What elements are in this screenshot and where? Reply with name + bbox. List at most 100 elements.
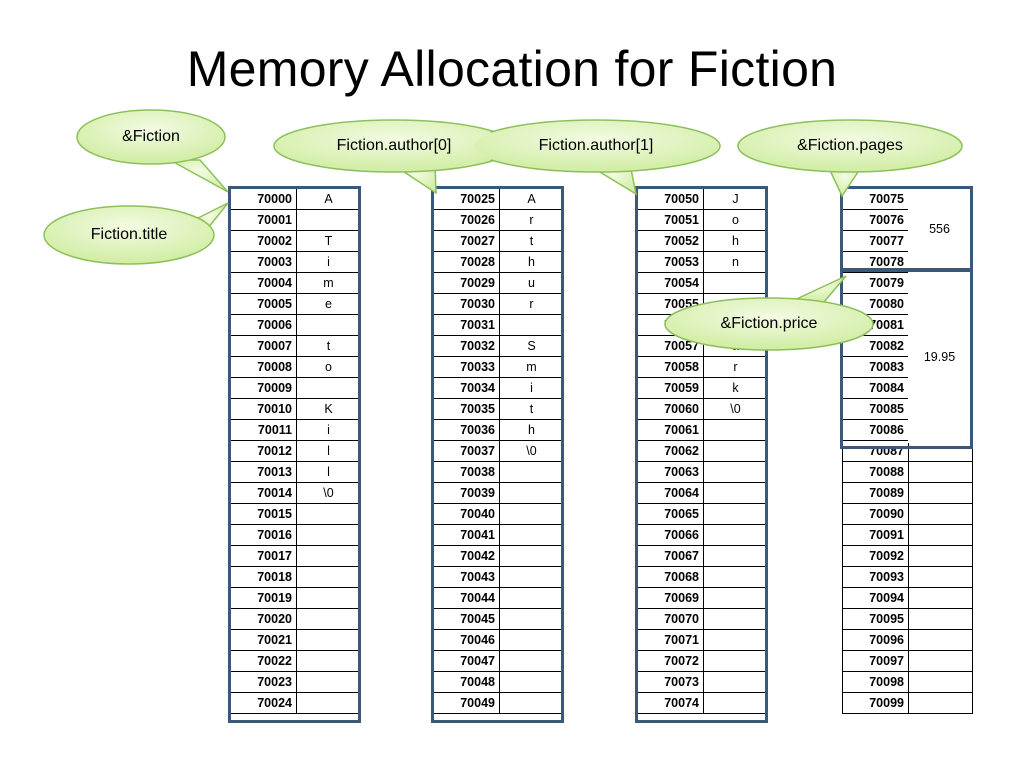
memory-row: 70043 bbox=[433, 566, 564, 588]
address-cell: 70005 bbox=[230, 293, 297, 315]
title-callout-label: Fiction.title bbox=[90, 226, 168, 243]
memory-row: 70088 bbox=[842, 461, 973, 483]
memory-row: 70020 bbox=[230, 608, 361, 630]
memory-row: 70023 bbox=[230, 671, 361, 693]
price-callout-label: &Fiction.price bbox=[720, 315, 818, 332]
memory-row: 70044 bbox=[433, 587, 564, 609]
address-cell: 70006 bbox=[230, 314, 297, 336]
address-cell: 70053 bbox=[637, 251, 704, 273]
memory-row: 70049 bbox=[433, 692, 564, 714]
price-callout-tail bbox=[789, 275, 847, 303]
price-value-cell: 19.95 bbox=[908, 271, 971, 443]
pages-callout-label: &Fiction.pages bbox=[797, 137, 903, 154]
address-cell: 70084 bbox=[842, 377, 909, 399]
address-cell: 70046 bbox=[433, 629, 500, 651]
address-cell: 70092 bbox=[842, 545, 909, 567]
fiction-callout-label: &Fiction bbox=[122, 128, 180, 145]
address-cell: 70054 bbox=[637, 272, 704, 294]
address-cell: 70072 bbox=[637, 650, 704, 672]
address-cell: 70040 bbox=[433, 503, 500, 525]
memory-row: 70037\0 bbox=[433, 440, 564, 462]
address-cell: 70020 bbox=[230, 608, 297, 630]
memory-row: 70006 bbox=[230, 314, 361, 336]
address-cell: 70074 bbox=[637, 692, 704, 714]
memory-row: 70048 bbox=[433, 671, 564, 693]
memory-row: 70071 bbox=[637, 629, 768, 651]
address-cell: 70058 bbox=[637, 356, 704, 378]
memory-row: 70024 bbox=[230, 692, 361, 714]
address-cell: 70021 bbox=[230, 629, 297, 651]
address-cell: 70073 bbox=[637, 671, 704, 693]
address-cell: 70060 bbox=[637, 398, 704, 420]
address-cell: 70071 bbox=[637, 629, 704, 651]
address-cell: 70022 bbox=[230, 650, 297, 672]
memory-row: 70097 bbox=[842, 650, 973, 672]
address-cell: 70012 bbox=[230, 440, 297, 462]
author0-callout-label: Fiction.author[0] bbox=[336, 137, 452, 154]
memory-row: 70001 bbox=[230, 209, 361, 231]
memory-row: 70099 bbox=[842, 692, 973, 714]
memory-row: 70068 bbox=[637, 566, 768, 588]
address-cell: 70088 bbox=[842, 461, 909, 483]
address-cell: 70068 bbox=[637, 566, 704, 588]
memory-row: 70040 bbox=[433, 503, 564, 525]
memory-row: 70087 bbox=[842, 440, 973, 462]
memory-row: 70063 bbox=[637, 461, 768, 483]
memory-row: 70039 bbox=[433, 482, 564, 504]
memory-row: 70046 bbox=[433, 629, 564, 651]
memory-row: 70019 bbox=[230, 587, 361, 609]
address-cell: 70030 bbox=[433, 293, 500, 315]
value-cell bbox=[908, 692, 973, 714]
memory-row: 70047 bbox=[433, 650, 564, 672]
address-cell: 70059 bbox=[637, 377, 704, 399]
memory-row: 70018 bbox=[230, 566, 361, 588]
memory-row: 70098 bbox=[842, 671, 973, 693]
address-cell: 70035 bbox=[433, 398, 500, 420]
memory-row: 70031 bbox=[433, 314, 564, 336]
memory-row: 70094 bbox=[842, 587, 973, 609]
address-cell: 70002 bbox=[230, 230, 297, 252]
address-cell: 70014 bbox=[230, 482, 297, 504]
memory-row: 70072 bbox=[637, 650, 768, 672]
memory-row: 70064 bbox=[637, 482, 768, 504]
address-cell: 70066 bbox=[637, 524, 704, 546]
slide-title: Memory Allocation for Fiction bbox=[186, 41, 838, 97]
memory-row: 70015 bbox=[230, 503, 361, 525]
memory-row: 70054 bbox=[637, 272, 768, 294]
address-cell: 70070 bbox=[637, 608, 704, 630]
address-cell: 70097 bbox=[842, 650, 909, 672]
memory-row: 70074 bbox=[637, 692, 768, 714]
address-cell: 70095 bbox=[842, 608, 909, 630]
address-cell: 70043 bbox=[433, 566, 500, 588]
memory-row: 70041 bbox=[433, 524, 564, 546]
memory-row: 70062 bbox=[637, 440, 768, 462]
address-cell: 70000 bbox=[230, 188, 297, 210]
address-cell: 70075 bbox=[842, 188, 909, 210]
memory-row: 70095 bbox=[842, 608, 973, 630]
pages-value-cell: 556 bbox=[908, 189, 971, 268]
address-cell: 70062 bbox=[637, 440, 704, 462]
memory-row: 70045 bbox=[433, 608, 564, 630]
address-cell: 70052 bbox=[637, 230, 704, 252]
memory-row: 70038 bbox=[433, 461, 564, 483]
address-cell: 70042 bbox=[433, 545, 500, 567]
address-cell: 70047 bbox=[433, 650, 500, 672]
fiction-callout-tail bbox=[169, 159, 229, 193]
memory-row: 70017 bbox=[230, 545, 361, 567]
address-cell: 70007 bbox=[230, 335, 297, 357]
